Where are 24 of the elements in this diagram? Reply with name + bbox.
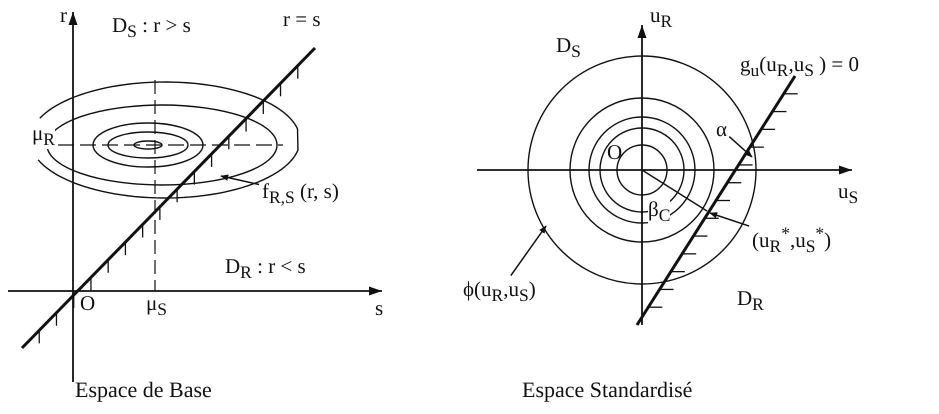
region-label: D$_{R}$ xyxy=(737,287,764,314)
distance-label: β$_{C}$ xyxy=(648,198,670,226)
axis-tick-label: μ$_{S}$ xyxy=(146,292,167,320)
leader-arrow xyxy=(220,174,260,186)
leader-arrow xyxy=(728,136,753,158)
axis-label: u$_{S}$ xyxy=(838,180,858,208)
math-label: (u$_{R}$$^{*}$,u$_{S}$$^{*}$) xyxy=(752,224,832,256)
region-label: D$_{R}$ : r < s xyxy=(225,255,306,282)
axis-label: s xyxy=(375,297,384,320)
origin-label: O xyxy=(80,292,96,316)
axis-label: r xyxy=(60,4,67,28)
region-label: D$_{S}$ xyxy=(556,34,581,62)
math-label: ϕ(u$_{R}$,u$_{S}$) xyxy=(463,278,536,306)
leader-arrow xyxy=(709,212,750,227)
origin-label: O xyxy=(607,141,622,164)
math-label: α xyxy=(716,118,728,142)
region-label: D$_{S}$ : r > s xyxy=(112,14,191,42)
axis-label: u$_{R}$ xyxy=(650,4,672,32)
math-label: f$_{R,S}$ (r, s) xyxy=(262,180,339,208)
caption: Espace de Base xyxy=(75,378,212,402)
leader-arrow xyxy=(510,225,547,276)
equation-label: r = s xyxy=(283,8,321,32)
caption: Espace Standardisé xyxy=(522,378,692,402)
equation-label: g$_{u}$(u$_{R}$,u$_{S}$ ) = 0 xyxy=(740,53,860,80)
